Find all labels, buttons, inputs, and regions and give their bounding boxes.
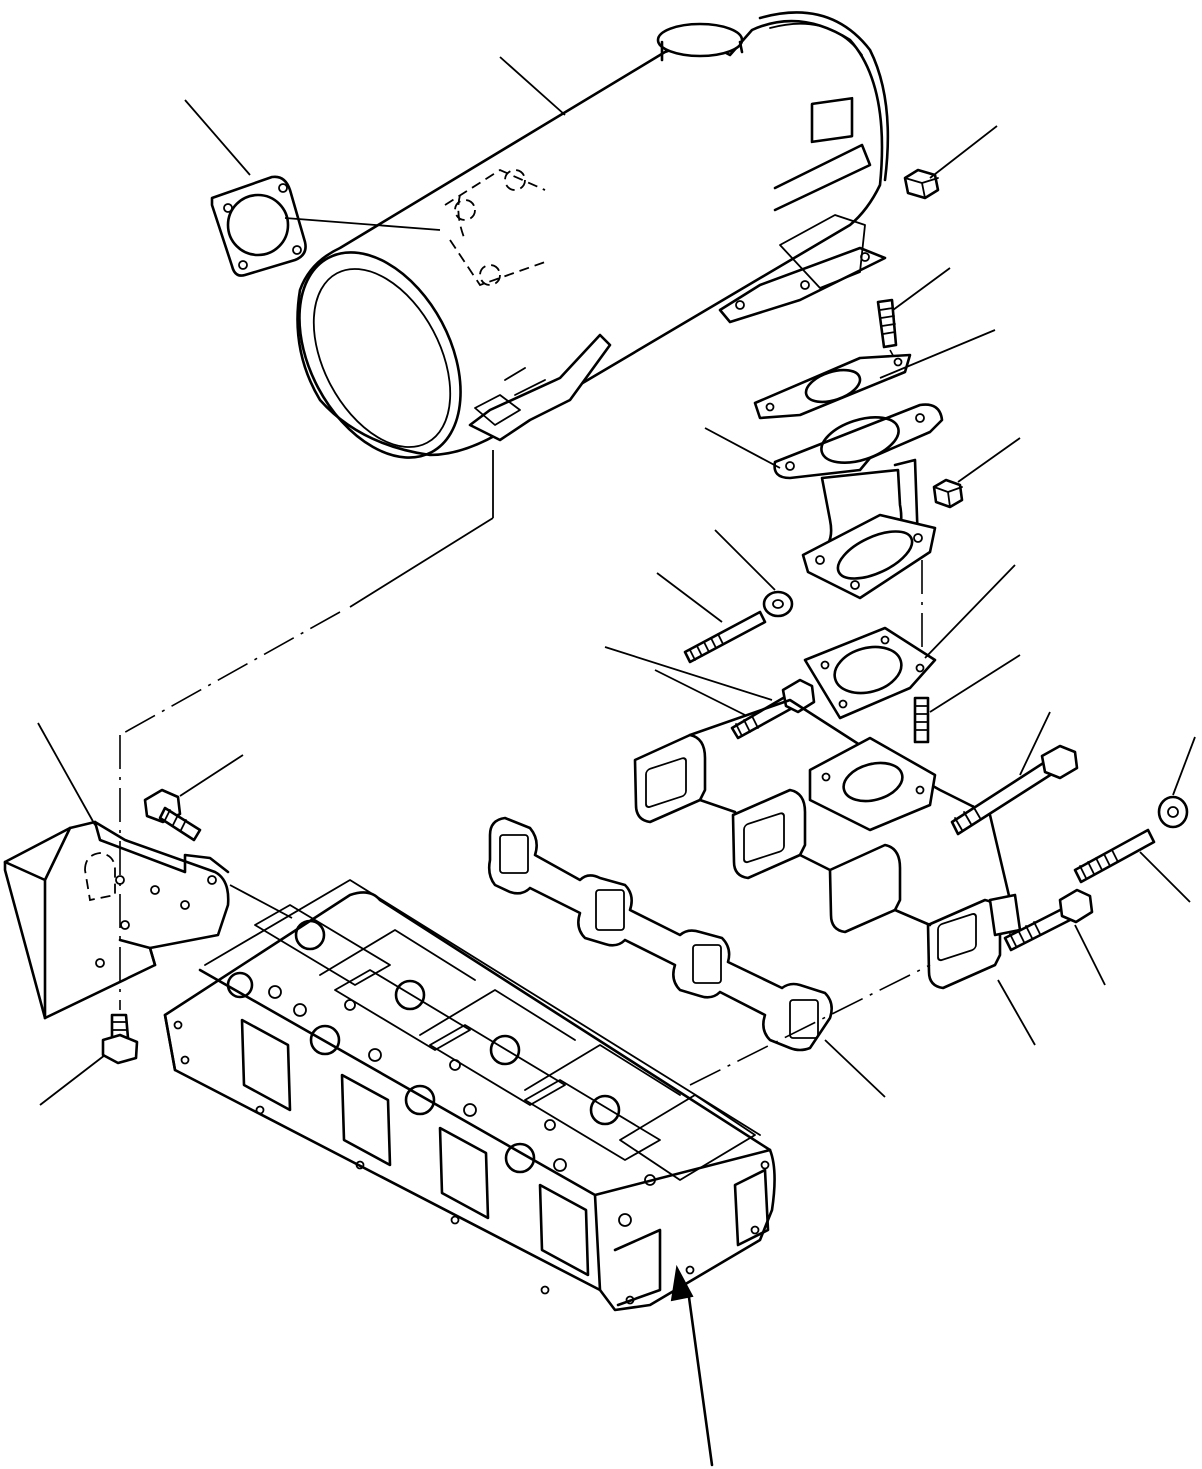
cylinder-head [163, 879, 776, 1312]
muffler-gasket [210, 175, 441, 277]
exhaust-manifold [633, 698, 1022, 990]
muffler-stud [876, 298, 901, 369]
manifold-port-gasket [487, 816, 931, 1086]
elbow-nut [932, 478, 964, 509]
bracket-bolt [143, 788, 202, 842]
manifold-long-bolt [950, 744, 1079, 836]
front-direction-arrow [670, 1264, 714, 1467]
muffler-bracket [3, 735, 230, 1020]
elbow-washer [762, 590, 794, 618]
exhaust-elbow-gasket [753, 353, 912, 420]
manifold-bolt-lower [1003, 888, 1094, 952]
muffler-nut [903, 168, 940, 200]
manifold-washer [1157, 795, 1189, 829]
manifold-gasket [803, 626, 937, 720]
leader-lines [37, 56, 1196, 1106]
muffler [296, 11, 890, 459]
bracket-lower-bolt [101, 1013, 139, 1065]
manifold-bolt [730, 678, 816, 740]
exhaust-elbow [773, 403, 944, 650]
long-stud [683, 610, 767, 664]
manifold-stud-lower [1073, 828, 1156, 884]
manifold-stud [913, 696, 930, 744]
